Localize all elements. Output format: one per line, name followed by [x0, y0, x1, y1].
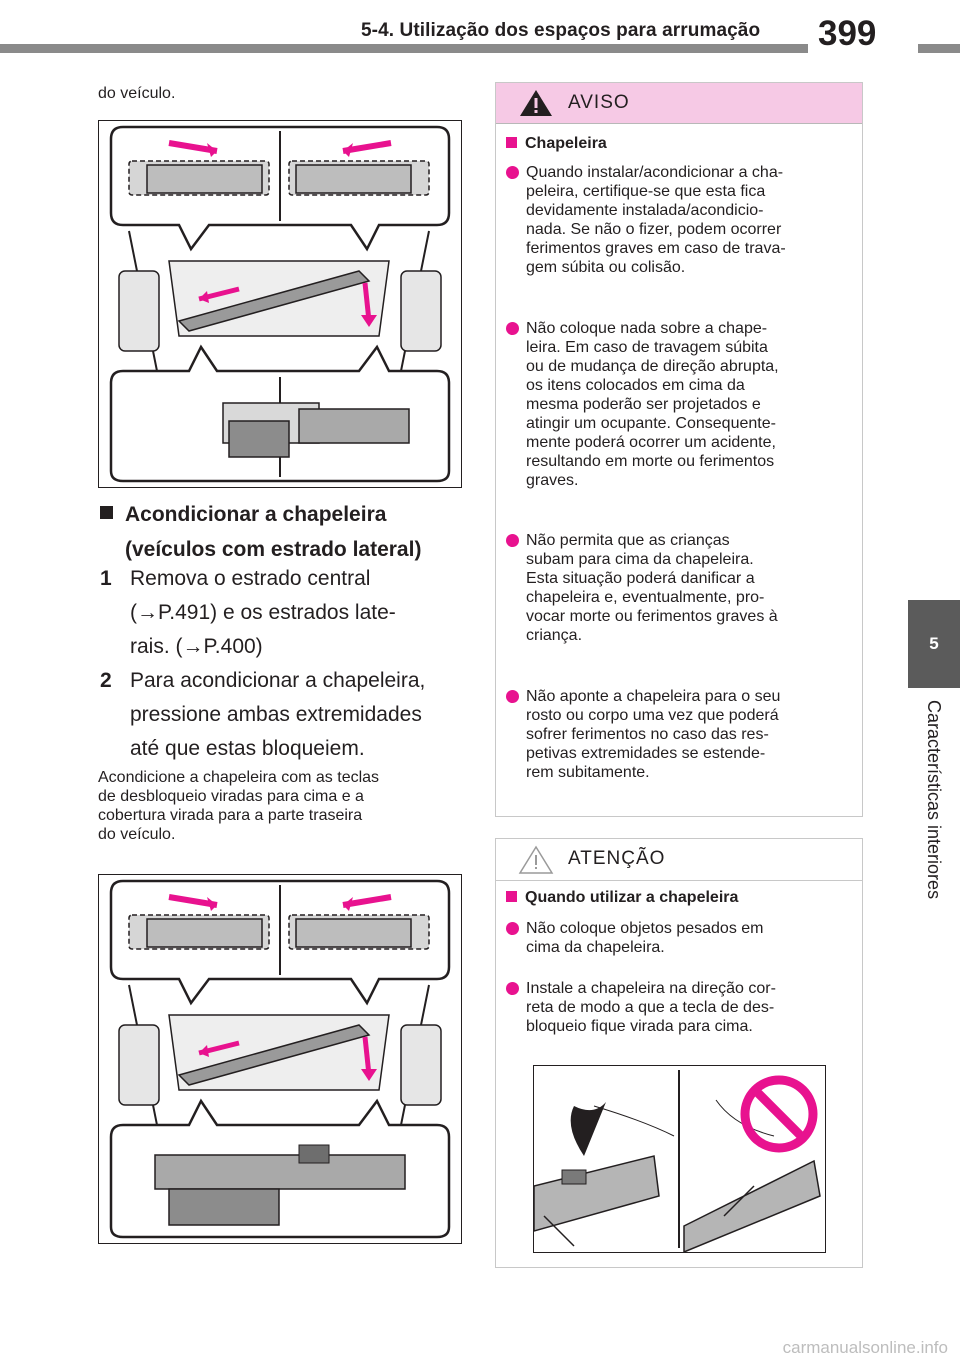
chapter-title: Características interiores: [924, 700, 944, 900]
page-number-background: [808, 12, 918, 54]
page-header: [0, 0, 960, 72]
bullet-dot: [506, 982, 519, 995]
heading-square-bullet: [100, 506, 113, 519]
bullet-dot: [506, 922, 519, 935]
chapter-number: 5: [929, 634, 939, 653]
step-number: 2: [100, 669, 112, 692]
section-heading: Acondicionar a chapeleira (veículos com …: [100, 497, 460, 567]
caution-title: ATENÇÃO: [568, 848, 666, 869]
caution-header: ATENÇÃO: [496, 839, 862, 881]
cargo-cover-illustration-1: [109, 125, 451, 483]
illustration-incorrect-direction: [533, 1065, 826, 1254]
page-number: 399: [818, 14, 877, 53]
caution-triangle-icon: [518, 845, 554, 874]
section-title: 5-4. Utilização dos espaços para arrumaç…: [361, 20, 761, 41]
cover-direction-illustration: [533, 1070, 821, 1254]
cargo-cover-illustration-2: [109, 879, 451, 1239]
warning-title: AVISO: [568, 92, 630, 113]
illustration-cargo-cover-bottom: [98, 874, 462, 1244]
warning-header: AVISO: [496, 83, 862, 124]
note-text: Acondicione a chapeleira com as teclas d…: [98, 769, 380, 843]
bullet-dot: [506, 690, 519, 703]
caution-subheading: Quando utilizar a chapeleira: [506, 889, 738, 907]
square-bullet: [506, 891, 517, 902]
header-band: [0, 44, 960, 53]
step-1: 1 Remova o estrado central (→P.491) e os…: [100, 562, 460, 664]
bullet-dot: [506, 534, 519, 547]
step-number: 1: [100, 567, 112, 590]
caution-bullet: Instale a chapeleira na direção cor-reta…: [506, 979, 776, 1036]
warning-box: AVISO Chapeleira Quando instalar/acondic…: [495, 82, 863, 817]
step-2: 2 Para acondicionar a chapeleira, pressi…: [100, 664, 460, 766]
caution-box: ATENÇÃO Quando utilizar a chapeleira Não…: [495, 838, 863, 1268]
intro-text: do veículo.: [98, 85, 176, 102]
chapter-tab[interactable]: 5: [908, 600, 960, 688]
watermark: carmanualsonline.info: [782, 1338, 948, 1357]
illustration-cargo-cover-top: [98, 120, 462, 488]
square-bullet: [506, 137, 517, 148]
bullet-dot: [506, 322, 519, 335]
warning-bullet: Quando instalar/acondicionar a cha-pelei…: [506, 163, 786, 277]
warning-bullet: Não coloque nada sobre a chape-leira. Em…: [506, 319, 779, 490]
warning-triangle-icon: [520, 90, 552, 116]
warning-subheading: Chapeleira: [506, 135, 607, 153]
bullet-dot: [506, 166, 519, 179]
